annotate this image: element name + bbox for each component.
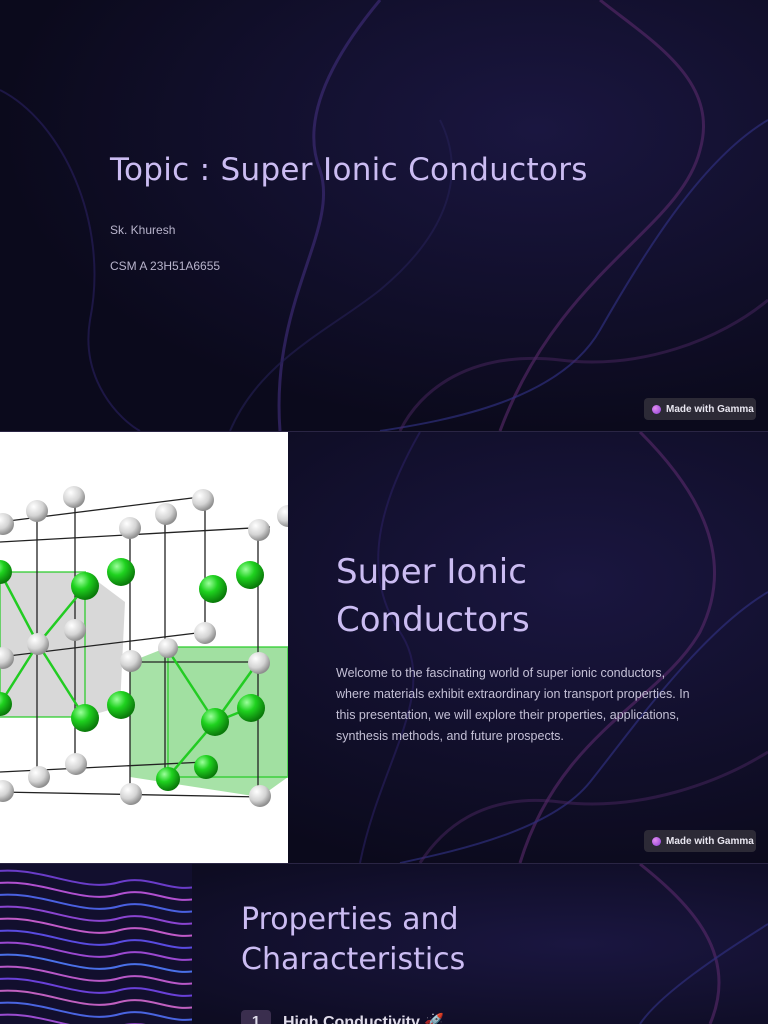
- student-code: CSM A 23H51A6655: [110, 259, 221, 273]
- section-heading: Super Ionic Conductors: [336, 548, 666, 644]
- gamma-logo-icon: [652, 836, 661, 846]
- slide-divider: [0, 431, 768, 432]
- slide-title: Topic : Super Ionic Conductors Sk. Khure…: [0, 0, 768, 431]
- section-heading: Properties and Characteristics: [241, 900, 601, 980]
- crystal-lattice-illustration: [0, 486, 288, 807]
- decorative-wave-lines-image: [0, 864, 192, 1024]
- made-with-gamma-badge[interactable]: Made with Gamma: [644, 830, 756, 852]
- gamma-logo-icon: [652, 404, 661, 414]
- badge-label: Made with Gamma: [666, 835, 754, 847]
- intro-paragraph: Welcome to the fascinating world of supe…: [336, 666, 690, 743]
- slide-divider: [0, 863, 768, 864]
- slide-properties: [0, 864, 768, 1024]
- made-with-gamma-badge[interactable]: Made with Gamma: [644, 398, 756, 420]
- heading-line-2: Conductors: [336, 600, 530, 640]
- item-number-badge: 1: [241, 1010, 271, 1024]
- author-name: Sk. Khuresh: [110, 223, 176, 237]
- property-item-label: High Conductivity 🚀: [283, 1014, 445, 1024]
- heading-line-1: Properties and: [241, 902, 459, 937]
- heading-line-2: Characteristics: [241, 942, 466, 977]
- crystal-structure-image: [0, 432, 288, 863]
- slide-intro: Made with Gamma: [0, 432, 768, 863]
- wave-background: [0, 0, 768, 431]
- heading-line-1: Super Ionic: [336, 552, 527, 592]
- slide-title-heading: Topic : Super Ionic Conductors: [110, 152, 588, 188]
- badge-label: Made with Gamma: [666, 403, 754, 415]
